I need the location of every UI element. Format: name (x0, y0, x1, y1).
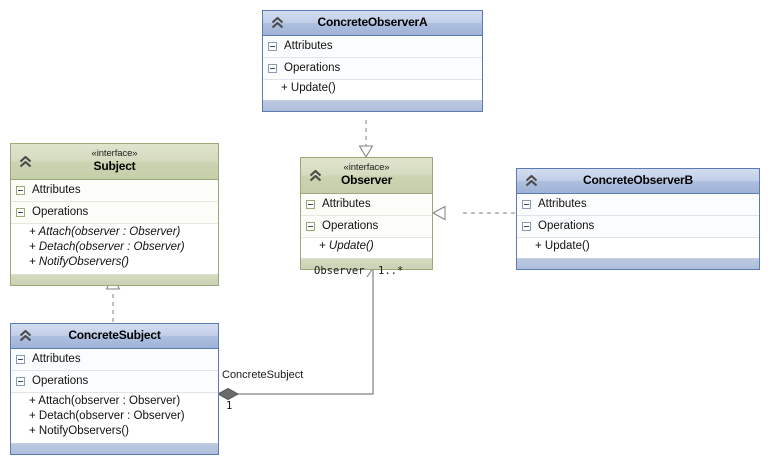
attributes-label: Attributes (284, 40, 333, 52)
uml-class-concreteobserverb[interactable]: ConcreteObserverB Attributes Operations … (516, 168, 760, 270)
class-chevron-icon (269, 15, 286, 32)
collapse-icon[interactable] (268, 64, 277, 73)
operation-item: + Update() (319, 240, 374, 252)
attributes-label: Attributes (322, 198, 371, 210)
operations-list: + Update() (517, 238, 759, 258)
hollow-triangle-arrowhead (431, 205, 446, 221)
class-footer-strip (11, 443, 218, 454)
class-footer-strip (301, 258, 432, 269)
collapse-icon[interactable] (522, 200, 531, 209)
operations-label: Operations (32, 375, 89, 387)
attributes-compartment[interactable]: Attributes (301, 194, 432, 216)
operations-compartment[interactable]: Operations (11, 202, 218, 224)
collapse-icon[interactable] (306, 200, 315, 209)
realization-concreteobserverb-observer (431, 205, 515, 221)
class-footer-strip (263, 100, 482, 111)
collapse-icon[interactable] (16, 377, 25, 386)
class-footer-strip (517, 258, 759, 269)
operation-item: + NotifyObservers() (29, 256, 130, 268)
collapse-icon[interactable] (16, 208, 25, 217)
operation-item: + Update() (281, 82, 336, 94)
uml-class-concretesubject[interactable]: ConcreteSubject Attributes Operations + … (10, 323, 219, 455)
operations-compartment[interactable]: Operations (301, 216, 432, 238)
attributes-label: Attributes (32, 184, 81, 196)
operations-compartment[interactable]: Operations (11, 371, 218, 393)
edge-label-observer-role: Observer (314, 265, 365, 277)
class-name: Subject (93, 159, 136, 173)
collapse-icon[interactable] (522, 222, 531, 231)
composition-concretesubject-observer (216, 266, 374, 401)
operation-item: + NotifyObservers() (29, 425, 130, 437)
attributes-compartment[interactable]: Attributes (11, 349, 218, 371)
edge-label-concretesubject-role: ConcreteSubject (222, 369, 304, 381)
attributes-compartment[interactable]: Attributes (11, 180, 218, 202)
collapse-icon[interactable] (268, 42, 277, 51)
operation-item: + Attach(observer : Observer) (29, 395, 181, 407)
operations-label: Operations (538, 220, 595, 232)
operations-list: + Attach(observer : Observer) + Detach(o… (11, 224, 218, 274)
class-name: ConcreteSubject (68, 328, 161, 342)
class-name: ConcreteObserverA (317, 15, 428, 29)
operations-list: + Update() (301, 238, 432, 258)
attributes-compartment[interactable]: Attributes (517, 194, 759, 216)
class-chevron-icon (307, 167, 324, 184)
class-header: ConcreteSubject (11, 324, 218, 349)
operation-item: + Detach(observer : Observer) (29, 241, 185, 253)
hollow-triangle-arrowhead (358, 145, 374, 158)
class-header: ConcreteObserverA (263, 11, 482, 36)
operation-item: + Detach(observer : Observer) (29, 410, 185, 422)
uml-interface-subject[interactable]: «interface» Subject Attributes Operation… (10, 143, 219, 286)
composition-line (237, 272, 374, 395)
class-name: Observer (340, 173, 393, 187)
class-chevron-icon (17, 328, 34, 345)
operations-label: Operations (284, 62, 341, 74)
class-chevron-icon (523, 173, 540, 190)
uml-interface-observer[interactable]: «interface» Observer Attributes Operatio… (300, 157, 433, 270)
collapse-icon[interactable] (16, 186, 25, 195)
attributes-label: Attributes (32, 353, 81, 365)
operation-item: + Update() (535, 240, 590, 252)
attributes-label: Attributes (538, 198, 587, 210)
collapse-icon[interactable] (16, 355, 25, 364)
operations-label: Operations (32, 206, 89, 218)
operations-list: + Update() (263, 80, 482, 100)
class-chevron-icon (17, 153, 34, 170)
edge-label-concretesubject-multiplicity: 1 (226, 400, 233, 412)
operations-compartment[interactable]: Operations (517, 216, 759, 238)
class-header: «interface» Observer (301, 158, 432, 194)
class-name: ConcreteObserverB (583, 173, 693, 187)
uml-class-concreteobservera[interactable]: ConcreteObserverA Attributes Operations … (262, 10, 483, 112)
realization-concreteobservera-observer (358, 120, 374, 158)
operations-label: Operations (322, 220, 379, 232)
class-header: ConcreteObserverB (517, 169, 759, 194)
filled-diamond-arrowhead (216, 387, 240, 401)
stereotype-label: «interface» (343, 162, 390, 173)
collapse-icon[interactable] (306, 222, 315, 231)
stereotype-label: «interface» (91, 148, 138, 159)
attributes-compartment[interactable]: Attributes (263, 36, 482, 58)
operation-item: + Attach(observer : Observer) (29, 226, 181, 238)
operations-compartment[interactable]: Operations (263, 58, 482, 80)
edge-label-observer-multiplicity: 1..* (378, 265, 404, 277)
class-footer-strip (11, 274, 218, 285)
operations-list: + Attach(observer : Observer) + Detach(o… (11, 393, 218, 443)
class-header: «interface» Subject (11, 144, 218, 180)
